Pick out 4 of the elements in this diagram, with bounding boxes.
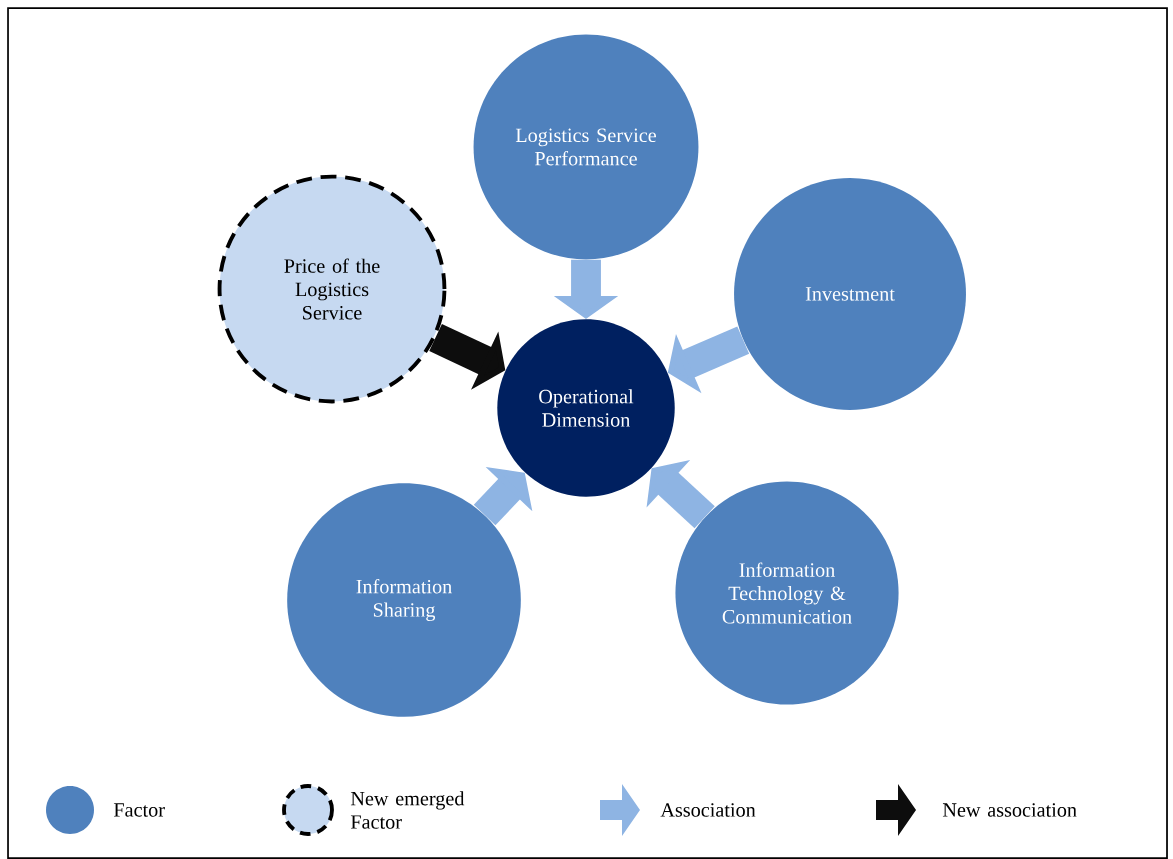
legend-label: Factor [113, 803, 165, 817]
legend-label: New association [942, 803, 1077, 817]
legend-label: Association [660, 803, 756, 817]
legend-label: New emerged Factor [350, 791, 465, 829]
